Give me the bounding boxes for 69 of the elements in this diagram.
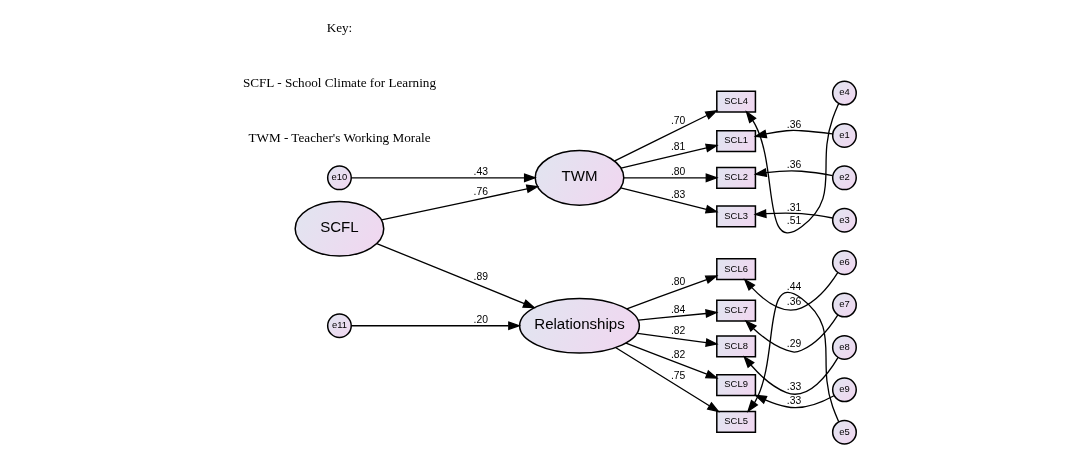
node-circle: e3 [831, 207, 857, 233]
edge-label: .43 [473, 165, 488, 177]
arrow [625, 275, 718, 310]
edge-label: .44 [786, 280, 801, 292]
node-circle: e2 [831, 165, 857, 191]
node-box: SCL3 [715, 205, 756, 228]
node-box: SCL8 [715, 335, 756, 358]
label: TWM - Teacher's Working Morale [247, 129, 430, 145]
node-box: SCL9 [715, 373, 756, 397]
edge-label: .31 [786, 201, 801, 213]
arrow [619, 187, 719, 214]
node-circle: e10 [326, 165, 352, 191]
node-ellipse: SCFL [293, 200, 384, 257]
edge-label: .80 [670, 165, 685, 177]
arrow [753, 129, 833, 139]
arrow [744, 314, 839, 353]
arrow [380, 184, 539, 221]
arrow [637, 309, 718, 321]
arrow [619, 143, 719, 169]
arrow [614, 347, 720, 413]
edge-label: .36 [786, 118, 801, 130]
arrow [753, 168, 833, 178]
arrow [744, 102, 839, 234]
edge-label: .81 [670, 141, 685, 153]
node-circle: e4 [831, 80, 857, 106]
arrow [375, 242, 536, 309]
edge-label: .83 [670, 189, 685, 201]
arrow [746, 291, 839, 423]
edge-label: .29 [786, 338, 801, 350]
edge-label: .76 [473, 185, 488, 197]
node-circle: e8 [831, 334, 857, 360]
arrow [753, 394, 835, 409]
edge-label: .80 [670, 276, 685, 288]
node-box: SCL5 [715, 410, 756, 433]
arrow [624, 342, 719, 379]
edge-label: .33 [786, 394, 801, 406]
label: SCFL - School Climate for Learning [242, 75, 436, 91]
edge-label: .75 [670, 370, 685, 382]
edge-label: .70 [670, 114, 685, 126]
arrow [622, 173, 719, 183]
node-circle: e7 [831, 292, 857, 318]
arrow [743, 271, 839, 311]
edge-label: .51 [786, 214, 801, 226]
edge-label: .82 [670, 348, 685, 360]
arrow [636, 332, 719, 348]
node-box: SCL1 [715, 129, 756, 153]
edge-label: .82 [670, 325, 685, 337]
edge-label: .33 [786, 380, 801, 392]
node-box: SCL7 [715, 299, 756, 322]
arrow [350, 321, 521, 331]
node-ellipse: TWM [533, 149, 624, 206]
edge-label: .84 [670, 304, 685, 316]
edge-label: .36 [786, 295, 801, 307]
node-circle: e6 [831, 250, 857, 276]
arrow [752, 209, 833, 219]
node-box: SCL2 [715, 166, 756, 189]
node-circle: e5 [831, 419, 857, 445]
node-circle: e1 [831, 122, 857, 148]
arrow [613, 109, 718, 162]
node-box: SCL6 [715, 258, 756, 281]
arrow [742, 355, 839, 395]
node-circle: e9 [831, 377, 857, 403]
node-box: SCL4 [715, 90, 756, 113]
arrow [350, 173, 537, 183]
node-circle: e11 [326, 313, 352, 339]
label: Key: [326, 20, 352, 36]
edge-label: .89 [473, 271, 488, 283]
edge-label: .20 [473, 313, 488, 325]
edge-label: .36 [786, 159, 801, 171]
